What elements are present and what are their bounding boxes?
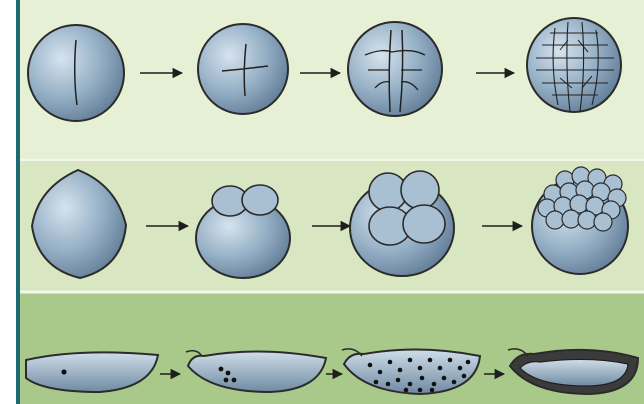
sphere-many-cleavages: [527, 18, 621, 112]
cleavage-diagram: [20, 0, 644, 404]
sphere-multiple-cleavages: [348, 22, 442, 116]
sphere-second-cleavage: [198, 24, 288, 114]
sphere-first-cleavage: [28, 25, 124, 121]
